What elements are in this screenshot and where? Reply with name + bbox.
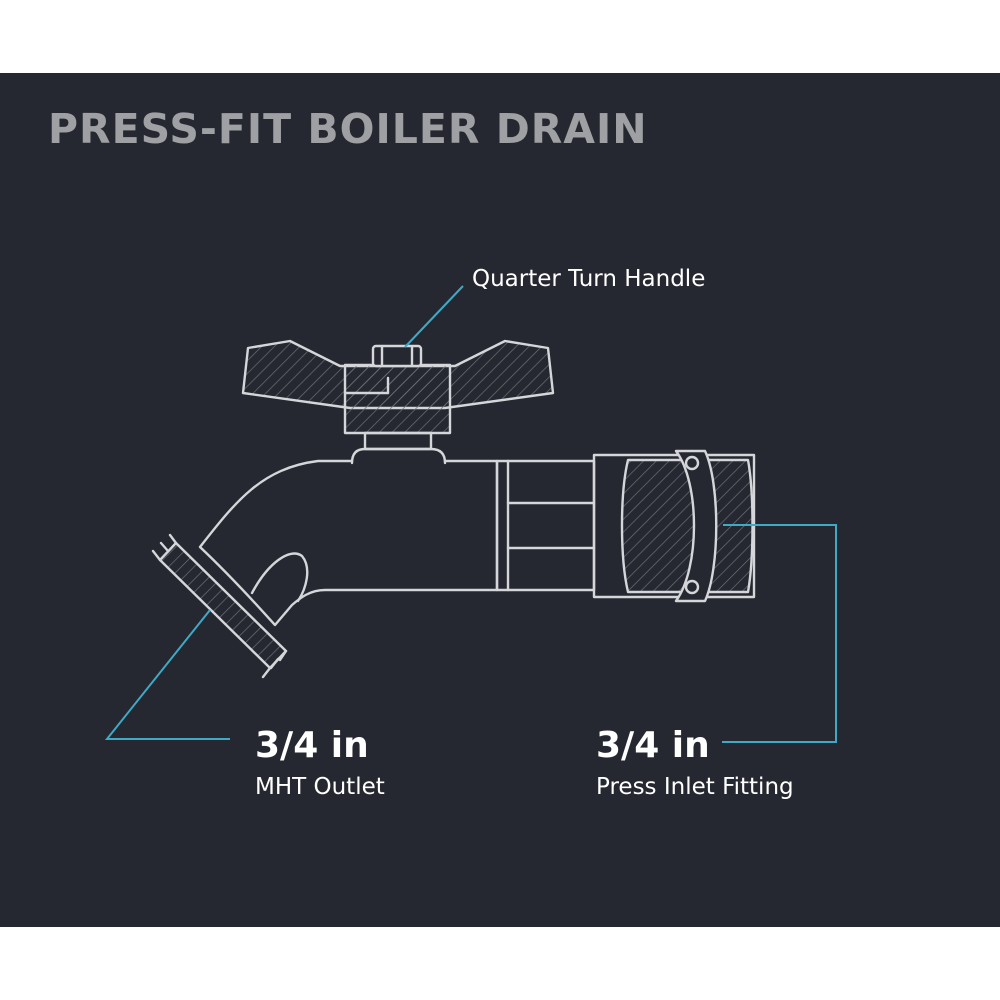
diagram-panel: PRESS-FIT BOILER DRAIN [0,73,1000,927]
valve-drawing [151,339,756,679]
press-fitting-hatch [620,458,754,594]
hex-section [495,459,596,592]
valve-bonnet [350,447,447,465]
inlet-label: Press Inlet Fitting [596,774,794,800]
outlet-size: 3/4 in [255,725,369,766]
boiler-drain-diagram [104,285,837,743]
callout-lines [104,285,837,743]
handle-nut [371,344,423,368]
press-ring [674,449,718,603]
page-title: PRESS-FIT BOILER DRAIN [48,105,648,153]
inlet-size: 3/4 in [596,725,710,766]
handle-label: Quarter Turn Handle [472,266,706,292]
handle-callout-line [404,285,464,348]
outlet-label: MHT Outlet [255,774,385,800]
inlet-callout-line [722,524,837,743]
handle-hub [343,363,452,435]
valve-stem [363,431,433,451]
outlet-callout-line [104,609,230,740]
valve-body [198,459,499,627]
